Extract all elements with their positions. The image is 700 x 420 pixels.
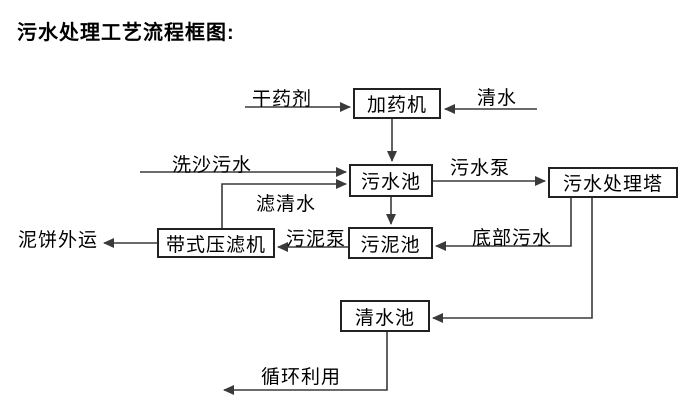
node-sewage-pool-label: 污水池	[360, 172, 421, 193]
edge-label-mud-cake-out: 泥饼外运	[18, 230, 99, 251]
edge-label-dry-agent: 干药剂	[252, 89, 313, 110]
arrow-recycle-out	[223, 332, 388, 395]
edge-label-filtered-water: 滤清水	[256, 194, 317, 215]
node-dosing-machine-label: 加药机	[366, 95, 427, 116]
node-clean-water-pool: 清水池	[340, 300, 430, 332]
edge-label-clean-water: 清水	[477, 88, 518, 109]
edge-label-sludge-pump: 污泥泵	[286, 229, 347, 250]
edge-label-sewage-pump: 污水泵	[450, 158, 511, 179]
edge-label-recycle-use: 循环利用	[261, 367, 342, 388]
arrow-bottom-sewage-to-sludge-pool	[435, 198, 572, 251]
node-sludge-pool-label: 污泥池	[360, 234, 421, 256]
node-treatment-tower-label: 污水处理塔	[562, 174, 663, 195]
arrow-tower-to-clean-pool	[432, 198, 593, 323]
node-sewage-pool: 污水池	[349, 164, 433, 197]
node-belt-filter-press-label: 带式压滤机	[165, 234, 266, 256]
edge-label-bottom-sewage: 底部污水	[472, 228, 553, 249]
node-clean-water-pool-label: 清水池	[354, 307, 415, 329]
node-dosing-machine: 加药机	[353, 88, 441, 119]
node-sludge-pool: 污泥池	[348, 227, 433, 259]
node-belt-filter-press: 带式压滤机	[157, 228, 275, 258]
edge-label-sand-washing-sewage: 洗沙污水	[172, 155, 253, 176]
node-treatment-tower: 污水处理塔	[548, 167, 678, 198]
diagram-title: 污水处理工艺流程框图:	[17, 22, 235, 44]
arrow-filtered-water-to-sewage-pool	[221, 179, 347, 228]
